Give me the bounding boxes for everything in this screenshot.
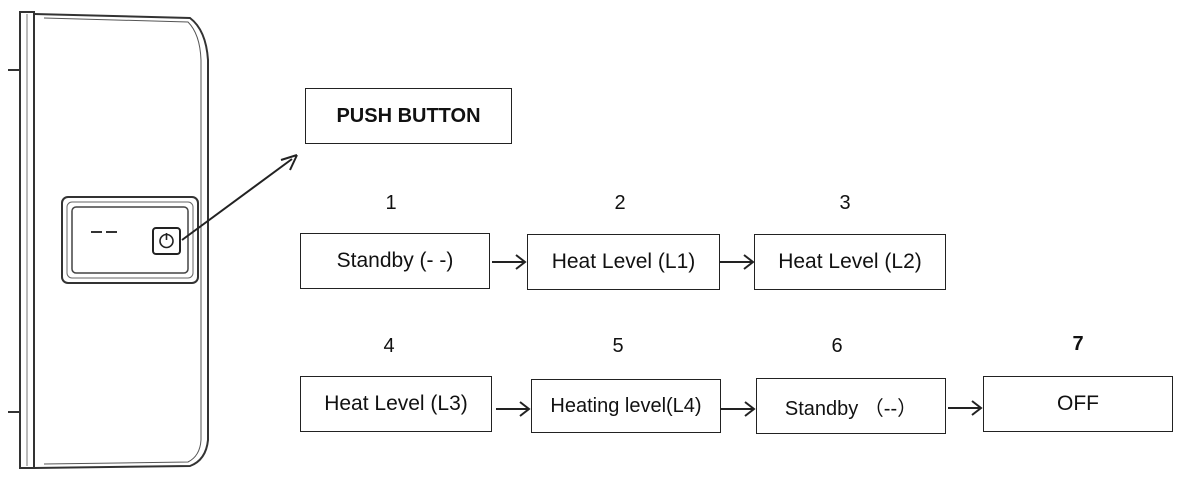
push-button-label: PUSH BUTTON [336,104,481,127]
control-panel [61,196,199,284]
step-number-4: 4 [383,335,395,357]
push-button-label-box: PUSH BUTTON [305,88,512,144]
step-number-1: 1 [385,192,397,214]
step-label-7: OFF [1057,392,1099,415]
step-number-3: 3 [839,192,851,214]
step-number-2: 2 [614,192,626,214]
arrow-right-icon [948,400,983,416]
step-number-6: 6 [831,335,843,357]
power-icon [159,233,174,249]
step-label-3: Heat Level (L2) [778,250,922,273]
step-label-1: Standby (- -) [336,249,454,272]
step-box-1: Standby (- -) [300,233,490,289]
step-box-4: Heat Level (L3) [300,376,492,432]
arrow-right-icon [496,401,531,417]
step-box-2: Heat Level (L1) [527,234,720,290]
step-label-2: Heat Level (L1) [551,250,696,273]
arrow-right-icon [492,254,527,270]
step-box-5: Heating level(L4) [531,379,721,433]
step-box-3: Heat Level (L2) [754,234,946,290]
step-label-5: Heating level(L4) [550,394,702,417]
step-box-6: Standby （--） [756,378,946,434]
step-number-5: 5 [612,335,624,357]
power-button[interactable] [152,227,181,255]
step-label-6: Standby （--） [784,397,918,420]
step-label-4: Heat Level (L3) [324,392,468,415]
arrow-right-icon [720,254,755,270]
step-number-7: 7 [1072,333,1084,355]
step-box-7: OFF [983,376,1173,432]
arrow-right-icon [721,401,756,417]
pointer-arrow [181,154,298,241]
